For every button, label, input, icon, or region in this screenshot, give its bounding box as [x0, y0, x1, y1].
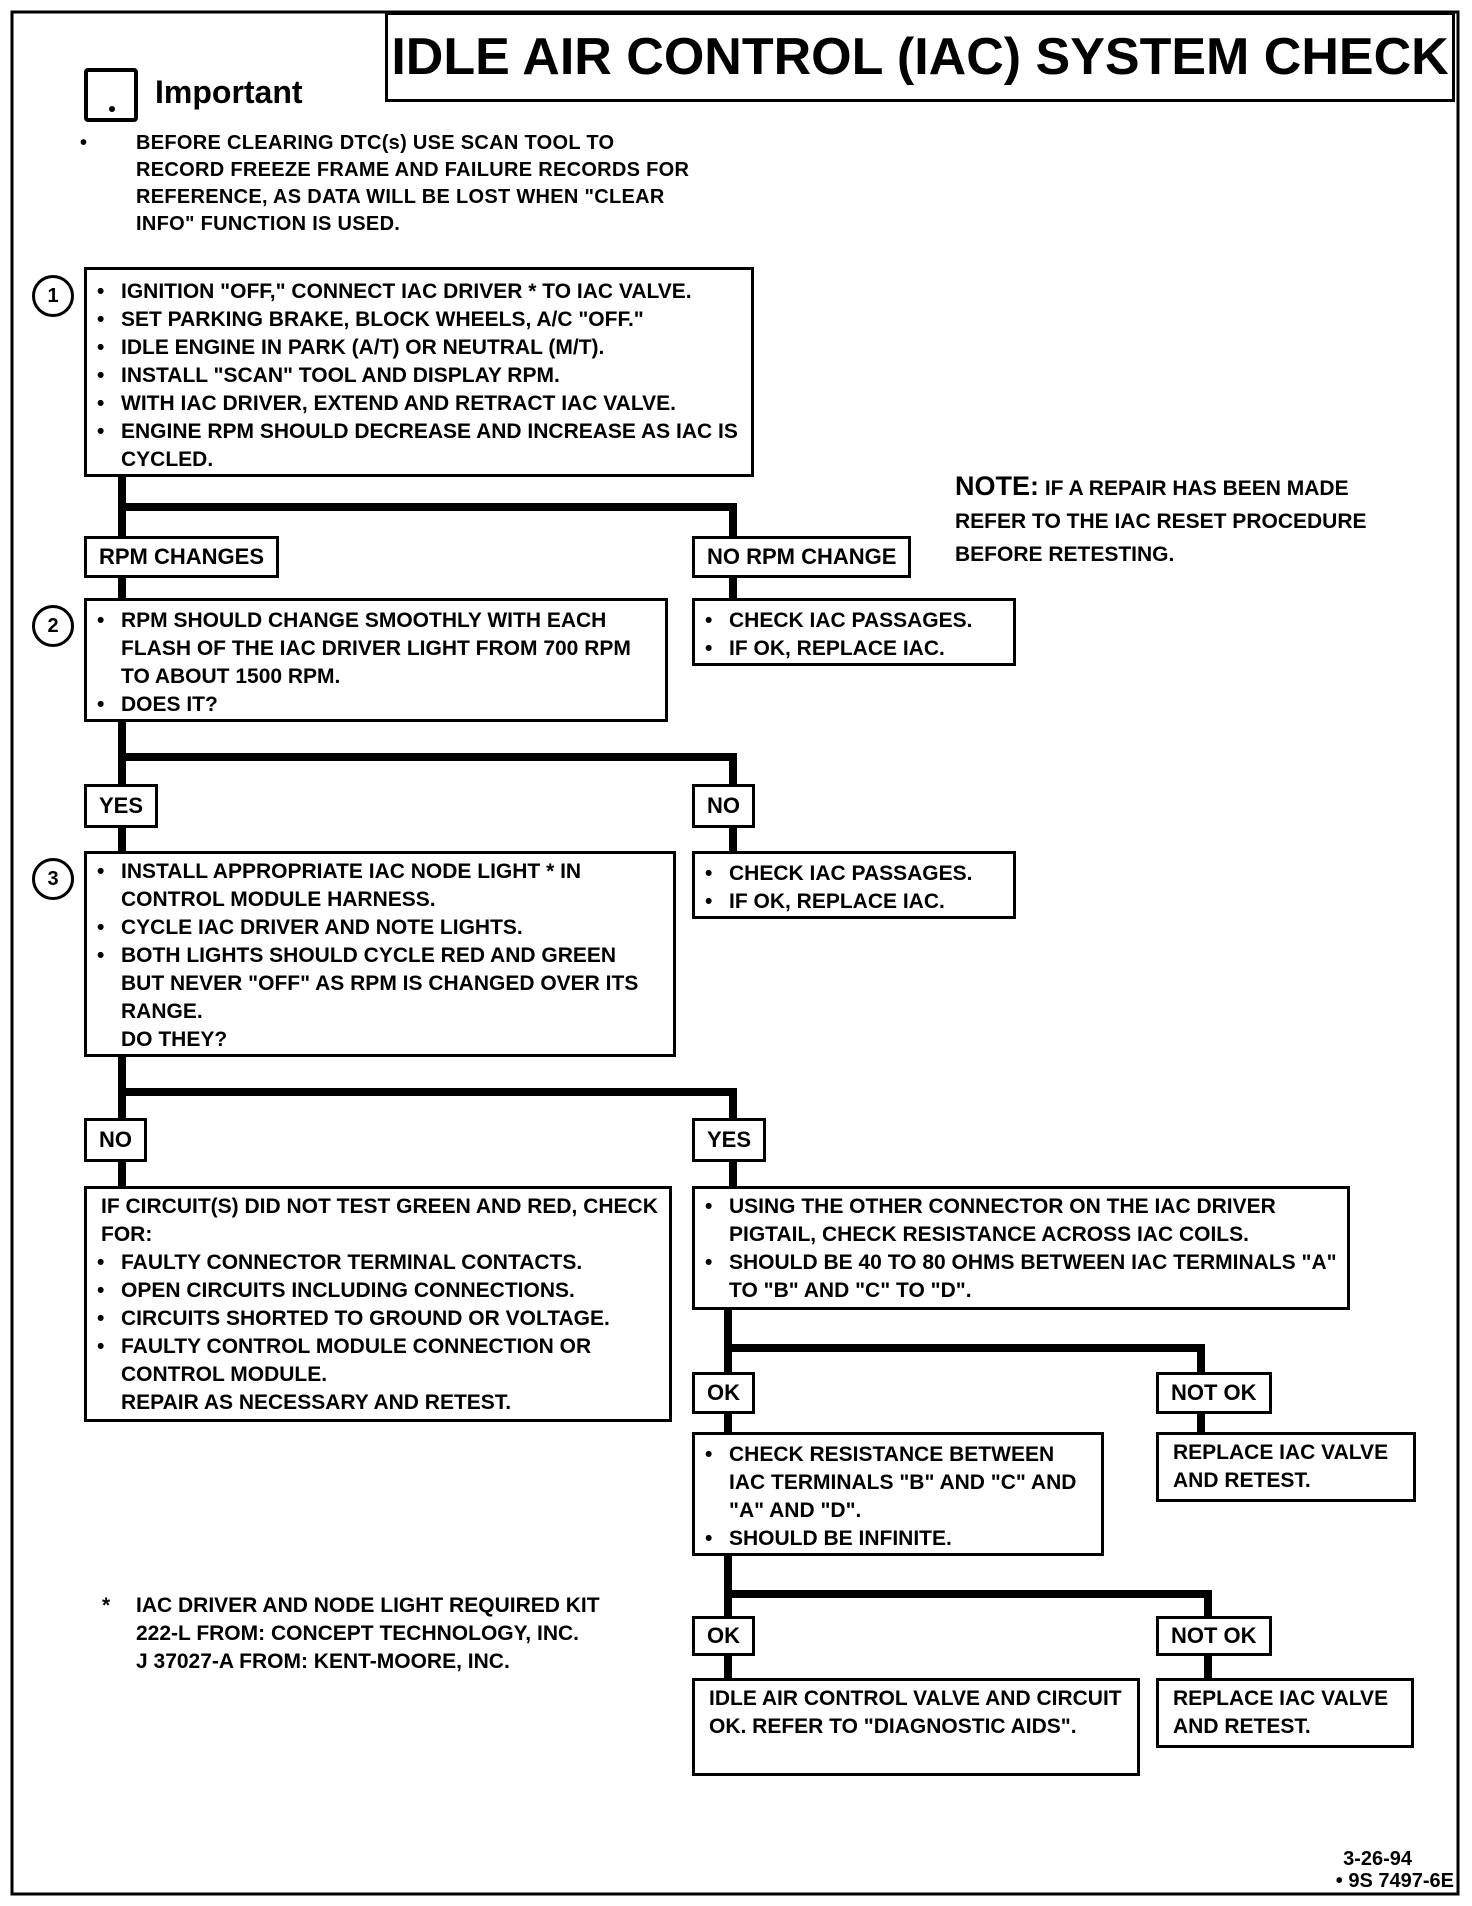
no-rpm-change-list: CHECK IAC PASSAGES. IF OK, REPLACE IAC.: [695, 607, 1005, 663]
step-1-item: IDLE ENGINE IN PARK (A/T) OR NEUTRAL (M/…: [87, 334, 743, 362]
note-text: IF A REPAIR HAS BEEN MADE REFER TO THE I…: [955, 477, 1367, 566]
replace-iac-box-2: REPLACE IAC VALVE AND RETEST.: [1156, 1678, 1414, 1748]
step-1-list: IGNITION "OFF," CONNECT IAC DRIVER * TO …: [87, 278, 743, 474]
step-2-list: RPM SHOULD CHANGE SMOOTHLY WITH EACH FLA…: [87, 607, 657, 719]
step-3-no-label: NO: [84, 1118, 147, 1162]
rpm-changes-label: RPM CHANGES: [84, 536, 280, 578]
resistance-ok-label: OK: [692, 1372, 755, 1414]
step-2-no-label: NO: [692, 784, 755, 828]
step-2-item: DOES IT?: [87, 691, 657, 719]
footnote-mark: *: [102, 1594, 111, 1617]
footnote: * IAC DRIVER AND NODE LIGHT REQUIRED KIT…: [102, 1592, 682, 1676]
replace-iac-text-1: REPLACE IAC VALVE AND RETEST.: [1173, 1441, 1389, 1492]
step-3-box: INSTALL APPROPRIATE IAC NODE LIGHT * IN …: [84, 851, 676, 1057]
step-2-number: 2: [32, 605, 74, 647]
step-3-item: INSTALL APPROPRIATE IAC NODE LIGHT * IN …: [87, 858, 665, 914]
coil-resistance-box: USING THE OTHER CONNECTOR ON THE IAC DRI…: [692, 1186, 1350, 1310]
note-label: NOTE:: [955, 471, 1039, 501]
step-2-no-item: IF OK, REPLACE IAC.: [695, 888, 1005, 916]
step-3-list: INSTALL APPROPRIATE IAC NODE LIGHT * IN …: [87, 858, 665, 1054]
check-resistance-item: SHOULD BE INFINITE.: [695, 1525, 1093, 1553]
circuit-check-closing: REPAIR AS NECESSARY AND RETEST.: [121, 1391, 512, 1414]
iac-ok-text: IDLE AIR CONTROL VALVE AND CIRCUIT OK. R…: [709, 1687, 1122, 1738]
no-rpm-change-label: NO RPM CHANGE: [692, 536, 912, 578]
step-1-item: SET PARKING BRAKE, BLOCK WHEELS, A/C "OF…: [87, 306, 743, 334]
circuit-check-item: FAULTY CONTROL MODULE CONNECTION OR CONT…: [87, 1333, 661, 1389]
important-icon: [84, 68, 138, 122]
step-3-item: BOTH LIGHTS SHOULD CYCLE RED AND GREEN B…: [87, 942, 665, 1026]
important-heading: Important: [155, 74, 303, 110]
step-2-no-list: CHECK IAC PASSAGES. IF OK, REPLACE IAC.: [695, 860, 1005, 916]
no-rpm-change-box: CHECK IAC PASSAGES. IF OK, REPLACE IAC.: [692, 598, 1016, 666]
important-bullet: BEFORE CLEARING DTC(s) USE SCAN TOOL TO …: [70, 130, 690, 238]
replace-iac-box-1: REPLACE IAC VALVE AND RETEST.: [1156, 1432, 1416, 1502]
footnote-line: IAC DRIVER AND NODE LIGHT REQUIRED KIT: [136, 1594, 600, 1617]
step-2-yes-label: YES: [84, 784, 159, 828]
footnote-line: 222-L FROM: CONCEPT TECHNOLOGY, INC.: [136, 1622, 579, 1645]
step-1-item: IGNITION "OFF," CONNECT IAC DRIVER * TO …: [87, 278, 743, 306]
step-1-box: IGNITION "OFF," CONNECT IAC DRIVER * TO …: [84, 267, 754, 477]
circuit-check-item: OPEN CIRCUITS INCLUDING CONNECTIONS.: [87, 1277, 661, 1305]
no-rpm-change-item: IF OK, REPLACE IAC.: [695, 635, 1005, 663]
step-2-box: RPM SHOULD CHANGE SMOOTHLY WITH EACH FLA…: [84, 598, 668, 722]
circuit-check-intro: IF CIRCUIT(S) DID NOT TEST GREEN AND RED…: [101, 1195, 658, 1246]
step-2-item: RPM SHOULD CHANGE SMOOTHLY WITH EACH FLA…: [87, 607, 657, 691]
resistance-not-ok-label: NOT OK: [1156, 1372, 1272, 1414]
circuit-check-list: FAULTY CONNECTOR TERMINAL CONTACTS. OPEN…: [87, 1249, 661, 1417]
step-1-item: INSTALL "SCAN" TOOL AND DISPLAY RPM.: [87, 362, 743, 390]
circuit-check-item: CIRCUITS SHORTED TO GROUND OR VOLTAGE.: [87, 1305, 661, 1333]
step-1-item: ENGINE RPM SHOULD DECREASE AND INCREASE …: [87, 418, 743, 474]
step-2-no-box: CHECK IAC PASSAGES. IF OK, REPLACE IAC.: [692, 851, 1016, 919]
check-resistance-box: CHECK RESISTANCE BETWEEN IAC TERMINALS "…: [692, 1432, 1104, 1556]
circuit-check-item: FAULTY CONNECTOR TERMINAL CONTACTS.: [87, 1249, 661, 1277]
iac-ok-box: IDLE AIR CONTROL VALVE AND CIRCUIT OK. R…: [692, 1678, 1140, 1776]
circuit-check-box: IF CIRCUIT(S) DID NOT TEST GREEN AND RED…: [84, 1186, 672, 1422]
important-list: BEFORE CLEARING DTC(s) USE SCAN TOOL TO …: [70, 130, 690, 238]
coil-resistance-item: USING THE OTHER CONNECTOR ON THE IAC DRI…: [695, 1193, 1339, 1249]
infinite-ok-label: OK: [692, 1616, 755, 1656]
coil-resistance-item: SHOULD BE 40 TO 80 OHMS BETWEEN IAC TERM…: [695, 1249, 1339, 1305]
step-1-number: 1: [32, 275, 74, 317]
infinite-not-ok-label: NOT OK: [1156, 1616, 1272, 1656]
step-3-yes-label: YES: [692, 1118, 767, 1162]
replace-iac-text-2: REPLACE IAC VALVE AND RETEST.: [1173, 1687, 1389, 1738]
doc-date: 3-26-94: [1343, 1848, 1412, 1870]
check-resistance-item: CHECK RESISTANCE BETWEEN IAC TERMINALS "…: [695, 1441, 1093, 1525]
no-rpm-change-item: CHECK IAC PASSAGES.: [695, 607, 1005, 635]
note: NOTE: IF A REPAIR HAS BEEN MADE REFER TO…: [955, 470, 1405, 571]
step-2-no-item: CHECK IAC PASSAGES.: [695, 860, 1005, 888]
check-resistance-list: CHECK RESISTANCE BETWEEN IAC TERMINALS "…: [695, 1441, 1093, 1553]
page-title: IDLE AIR CONTROL (IAC) SYSTEM CHECK: [385, 12, 1455, 102]
step-3-number: 3: [32, 858, 74, 900]
step-3-item: CYCLE IAC DRIVER AND NOTE LIGHTS.: [87, 914, 665, 942]
doc-id: • 9S 7497-6E: [1335, 1870, 1454, 1892]
footnote-line: J 37027-A FROM: KENT-MOORE, INC.: [136, 1650, 510, 1673]
step-3-question: DO THEY?: [121, 1028, 228, 1051]
step-1-item: WITH IAC DRIVER, EXTEND AND RETRACT IAC …: [87, 390, 743, 418]
coil-resistance-list: USING THE OTHER CONNECTOR ON THE IAC DRI…: [695, 1193, 1339, 1305]
